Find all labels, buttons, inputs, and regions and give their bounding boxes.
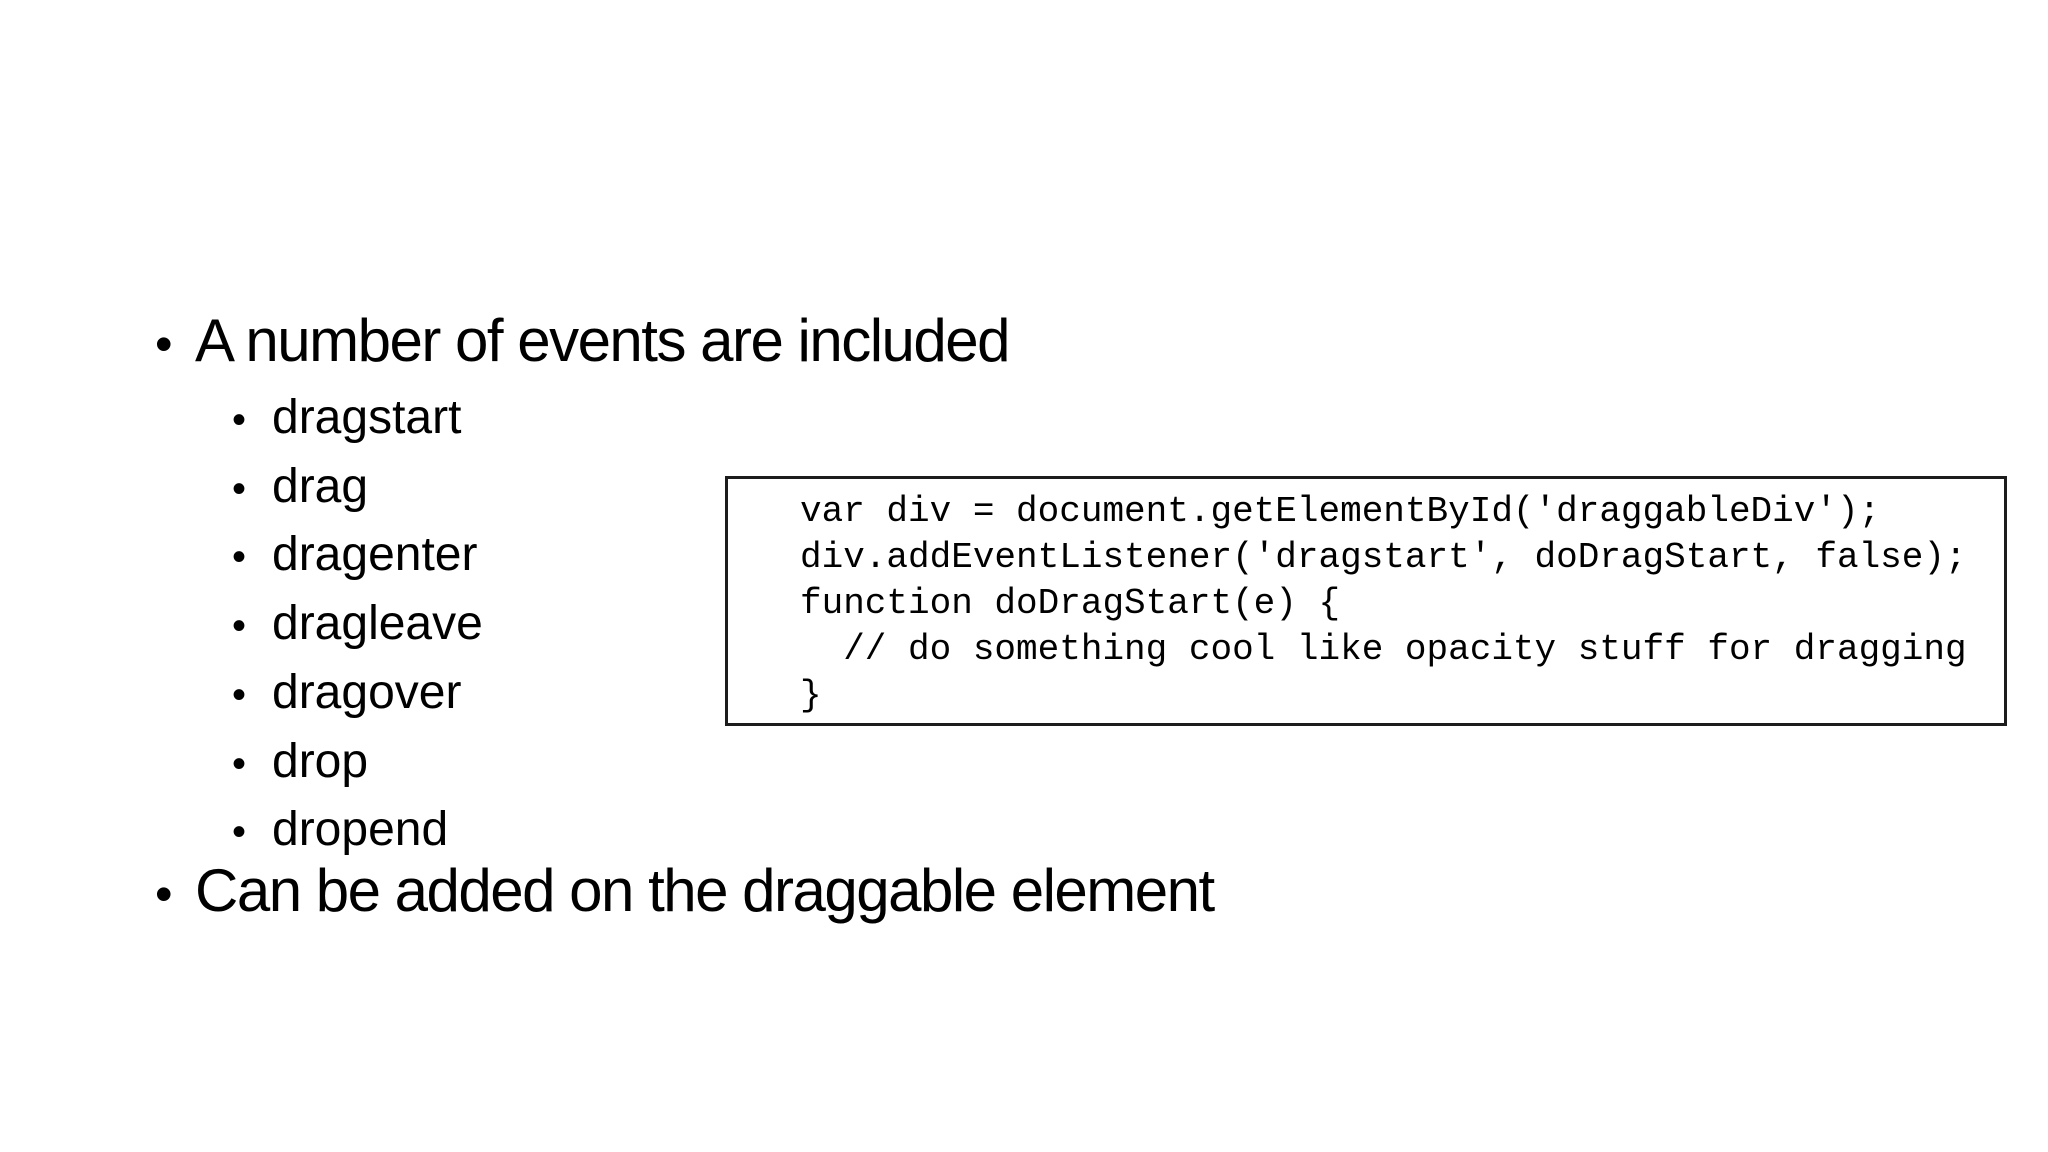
bullet-icon: • (232, 398, 247, 442)
list-item-dragenter: • dragenter (232, 522, 483, 591)
list-item-text: dropend (272, 803, 449, 857)
bullet-icon: • (232, 810, 247, 855)
code-line: // do something cool like opacity stuff … (800, 629, 1967, 670)
list-item-dragover: • dragover (232, 660, 483, 729)
list-item-text: dragenter (272, 528, 478, 582)
bullet-icon: • (232, 535, 247, 580)
bullet-item-can-be-added: • Can be added on the draggable element (155, 856, 1215, 929)
list-item-dropend: • dropend (232, 797, 483, 866)
code-snippet: var div = document.getElementById('dragg… (728, 479, 2004, 719)
bullet-icon: • (232, 604, 247, 649)
bullet-item-events-included: • A number of events are included (155, 306, 1011, 379)
list-item-text: dragover (272, 665, 462, 719)
bullet-text: Can be added on the draggable element (195, 857, 1215, 924)
list-item-drop: • drop (232, 729, 483, 798)
bullet-icon: • (232, 672, 247, 717)
list-item-dragstart: • dragstart (232, 385, 483, 454)
code-line: var div = document.getElementById('dragg… (800, 491, 1881, 532)
code-line: function doDragStart(e) { (800, 583, 1341, 624)
bullet-text: A number of events are included (195, 307, 1011, 374)
list-item-text: dragstart (272, 391, 462, 444)
bullet-icon: • (232, 466, 247, 511)
list-item-text: drag (272, 459, 369, 513)
bullet-icon: • (155, 316, 173, 372)
list-item-dragleave: • dragleave (232, 591, 483, 660)
bullet-icon: • (232, 741, 247, 786)
code-line: div.addEventListener('dragstart', doDrag… (800, 537, 1967, 578)
list-item-text: dragleave (272, 597, 483, 651)
drag-events-list: • dragstart • drag • dragenter • draglea… (232, 385, 483, 866)
list-item-drag: • drag (232, 454, 483, 523)
code-box: var div = document.getElementById('dragg… (725, 476, 2007, 726)
list-item-text: drop (272, 734, 369, 788)
code-line: } (800, 675, 822, 716)
bullet-icon: • (155, 866, 173, 922)
